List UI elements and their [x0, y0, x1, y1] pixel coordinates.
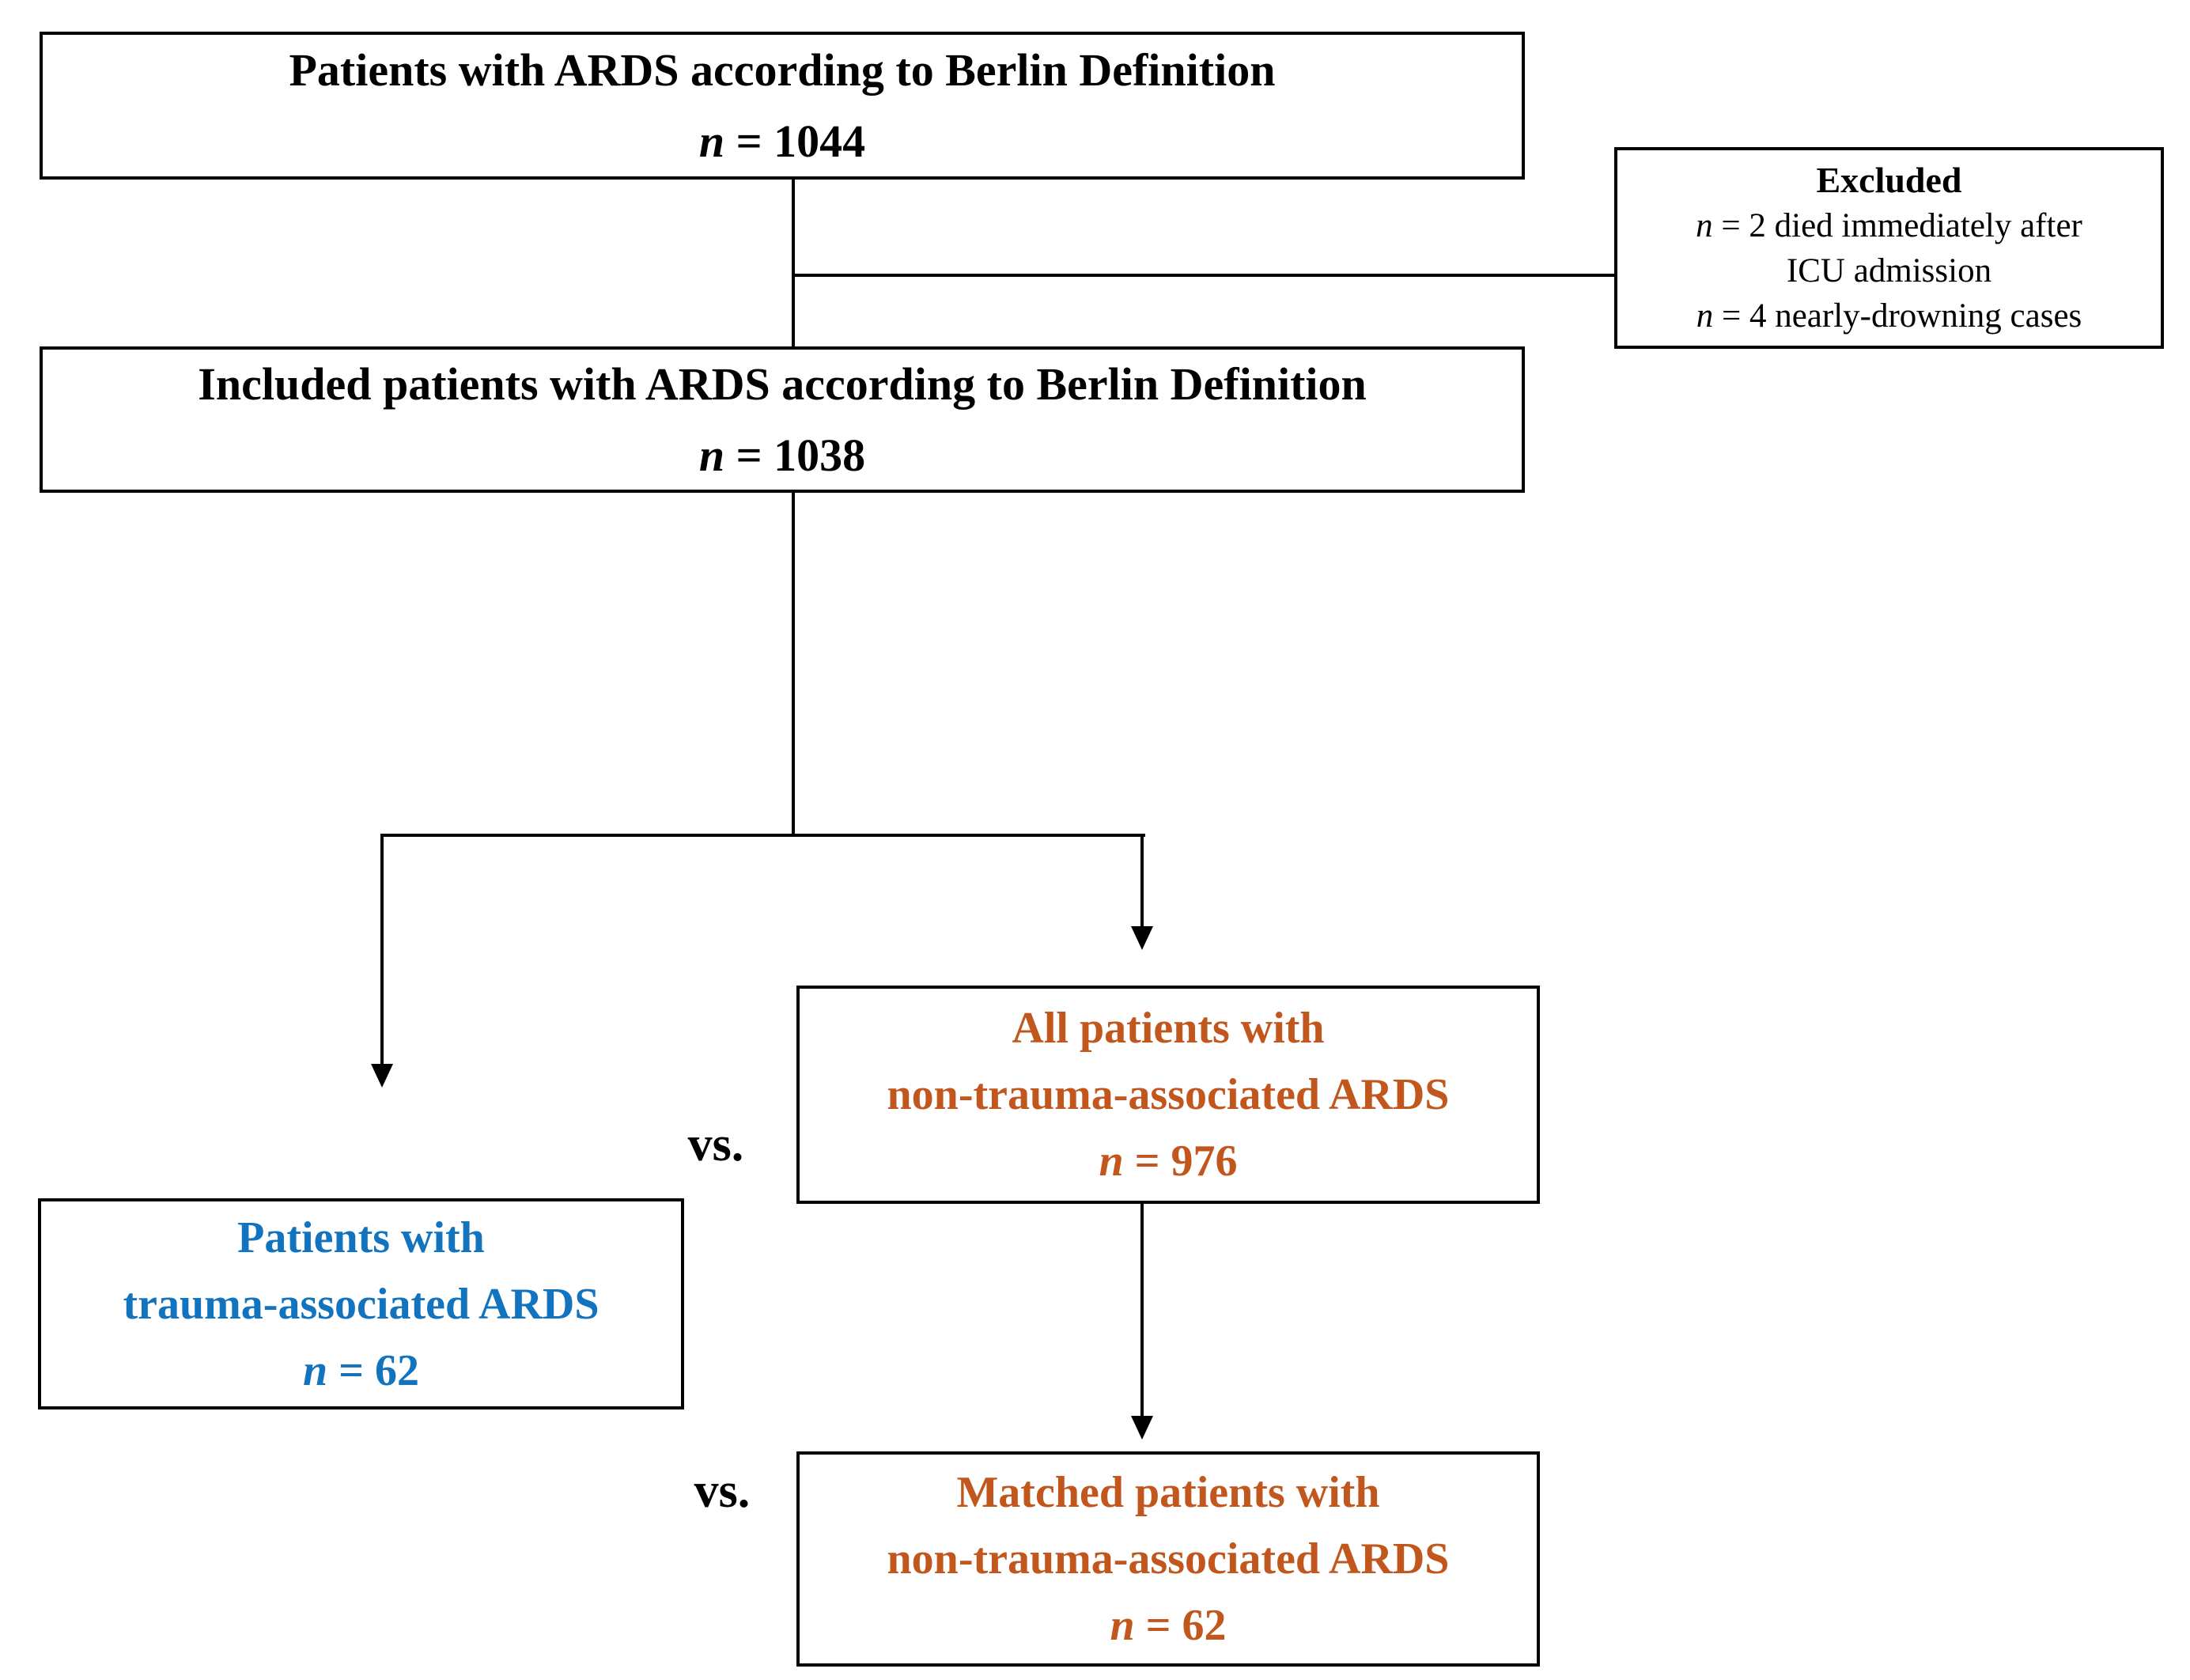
connector-to-excluded	[793, 274, 1614, 277]
matching-arrow-line	[1140, 1204, 1144, 1416]
all-non-trauma-count: n = 976	[1099, 1137, 1238, 1186]
left-branch-line	[380, 834, 384, 1064]
box-included: Included patients with ARDS according to…	[40, 346, 1525, 493]
all-non-trauma-line1: All patients with	[1012, 1004, 1325, 1053]
box-matched-non-trauma: Matched patients with non-trauma-associa…	[796, 1451, 1540, 1667]
excluded-item-1-continuation: ICU admission	[1786, 252, 1992, 290]
branch-bar	[380, 834, 1145, 837]
excluded-title: Excluded	[1816, 160, 1962, 201]
vs-label-bottom: vs.	[694, 1464, 751, 1518]
right-branch-arrowhead-icon	[1131, 926, 1153, 950]
matched-non-trauma-line1: Matched patients with	[956, 1468, 1380, 1517]
connector-enrolled-to-included	[792, 180, 795, 346]
matching-arrowhead-icon	[1131, 1416, 1153, 1440]
connector-included-to-branch	[792, 493, 795, 834]
box-excluded: Excluded n = 2 died immediately after IC…	[1614, 147, 2164, 349]
matched-non-trauma-line2: non-trauma-associated ARDS	[887, 1534, 1450, 1584]
trauma-line1: Patients with	[237, 1213, 485, 1262]
trauma-count: n = 62	[302, 1345, 420, 1395]
vs-label-top: vs.	[687, 1118, 744, 1171]
left-branch-arrowhead-icon	[371, 1064, 393, 1088]
trauma-line2: trauma-associated ARDS	[123, 1279, 600, 1329]
box-enrolled: Patients with ARDS according to Berlin D…	[40, 32, 1525, 180]
included-title: Included patients with ARDS according to…	[198, 358, 1367, 410]
box-all-non-trauma: All patients with non-trauma-associated …	[796, 986, 1540, 1204]
excluded-item-1: n = 2 died immediately after	[1696, 207, 2082, 245]
right-branch-line	[1140, 834, 1144, 926]
enrolled-title: Patients with ARDS according to Berlin D…	[289, 44, 1276, 96]
enrolled-count: n = 1044	[698, 115, 866, 167]
all-non-trauma-line2: non-trauma-associated ARDS	[887, 1070, 1450, 1119]
included-count: n = 1038	[698, 429, 866, 481]
matched-non-trauma-count: n = 62	[1110, 1601, 1227, 1650]
box-trauma: Patients with trauma-associated ARDS n =…	[38, 1198, 684, 1409]
excluded-item-2: n = 4 nearly-drowning cases	[1696, 297, 2082, 335]
